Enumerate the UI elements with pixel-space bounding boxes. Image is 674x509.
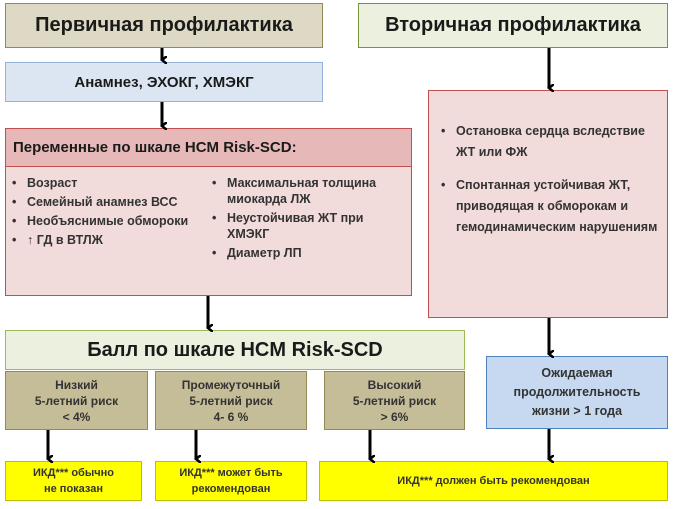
anamnesis-box: Анамнез, ЭХОКГ, ХМЭКГ: [5, 62, 323, 102]
risk-low-label: 5-летний риск: [34, 393, 119, 408]
secondary-criteria-box: Остановка сердца вследствие ЖТ или ФЖ Сп…: [428, 90, 668, 318]
risk-variables-box: Переменные по шкале HCM Risk-SCD: Возрас…: [5, 128, 412, 296]
risk-mid-value: 4- 6 %: [213, 409, 249, 424]
icd-low-line2: не показан: [43, 483, 104, 495]
life-expectancy-line3: жизни > 1 года: [531, 404, 623, 418]
life-expectancy-box: Ожидаемая продолжительность жизни > 1 го…: [486, 356, 668, 429]
risk-high-label: 5-летний риск: [352, 393, 437, 408]
risk-high-value: > 6%: [380, 409, 409, 424]
life-expectancy-line1: Ожидаемая: [541, 366, 613, 380]
list-item: Максимальная толщина миокарда ЛЖ: [208, 175, 408, 207]
risk-intermediate-box: Промежуточный 5-летний риск 4- 6 %: [155, 371, 307, 430]
icd-may-be-recommended-box: ИКД*** может быть рекомендован: [155, 461, 307, 501]
score-box: Балл по шкале HCM Risk-SCD: [5, 330, 465, 370]
list-item: Неустойчивая ЖТ при ХМЭКГ: [208, 210, 408, 242]
risk-variables-title: Переменные по шкале HCM Risk-SCD:: [13, 139, 297, 156]
risk-variables-header: Переменные по шкале HCM Risk-SCD:: [6, 129, 411, 167]
list-item: Диаметр ЛП: [208, 245, 408, 261]
anamnesis-text: Анамнез, ЭХОКГ, ХМЭКГ: [74, 73, 254, 91]
icd-high-line1: ИКД*** должен быть рекомендован: [397, 475, 590, 487]
list-item: Необъяснимые обмороки: [8, 213, 203, 229]
risk-variables-right-list: Максимальная толщина миокарда ЛЖ Неустой…: [208, 175, 408, 264]
secondary-prevention-title: Вторичная профилактика: [385, 14, 641, 36]
risk-high-name: Высокий: [367, 377, 422, 392]
list-item: Остановка сердца вследствие ЖТ или ФЖ: [437, 121, 662, 163]
primary-prevention-box: Первичная профилактика: [5, 3, 323, 48]
icd-mid-line1: ИКД*** может быть: [179, 467, 283, 479]
icd-mid-line2: рекомендован: [191, 483, 271, 495]
secondary-prevention-box: Вторичная профилактика: [358, 3, 668, 48]
list-item: ↑ ГД в ВТЛЖ: [8, 232, 203, 248]
risk-mid-name: Промежуточный: [181, 377, 281, 392]
risk-high-box: Высокий 5-летний риск > 6%: [324, 371, 465, 430]
risk-low-value: < 4%: [62, 409, 91, 424]
icd-should-be-recommended-box: ИКД*** должен быть рекомендован: [319, 461, 668, 501]
list-item: Спонтанная устойчивая ЖТ, приводящая к о…: [437, 175, 662, 238]
risk-low-box: Низкий 5-летний риск < 4%: [5, 371, 148, 430]
risk-low-name: Низкий: [55, 377, 98, 392]
icd-not-indicated-box: ИКД*** обычно не показан: [5, 461, 142, 501]
life-expectancy-line2: продолжительность: [513, 385, 641, 399]
primary-prevention-title: Первичная профилактика: [35, 14, 293, 36]
score-title: Балл по шкале HCM Risk-SCD: [87, 338, 383, 361]
risk-mid-label: 5-летний риск: [189, 393, 273, 408]
list-item: Возраст: [8, 175, 203, 191]
list-item: Семейный анамнез ВСС: [8, 194, 203, 210]
icd-low-line1: ИКД*** обычно: [32, 467, 114, 479]
risk-variables-left-list: Возраст Семейный анамнез ВСС Необъяснимы…: [8, 175, 203, 251]
secondary-criteria-list: Остановка сердца вследствие ЖТ или ФЖ Сп…: [437, 121, 662, 250]
